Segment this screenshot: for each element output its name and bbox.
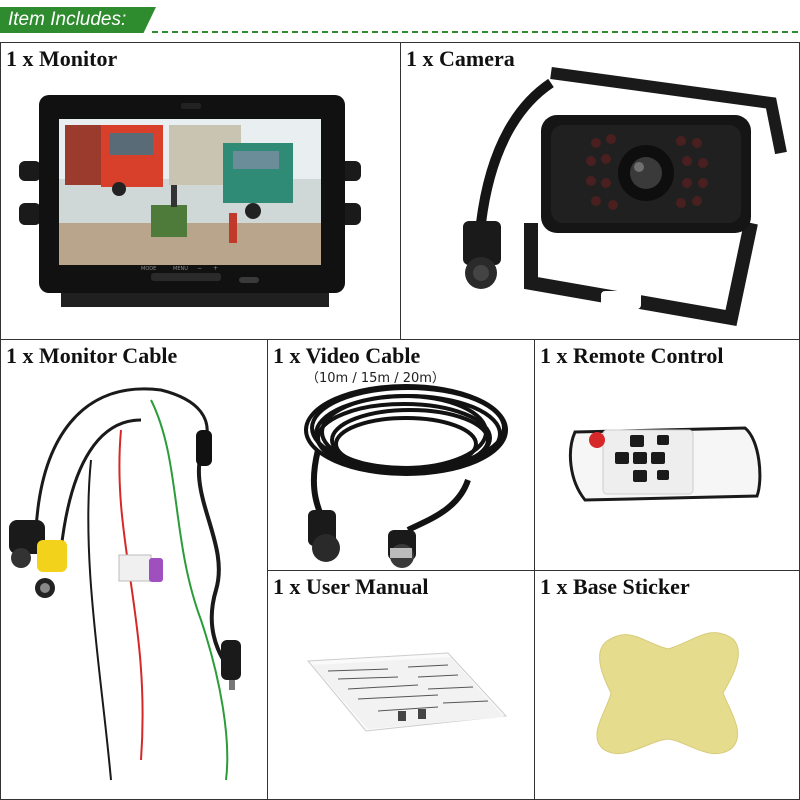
item-monitor: 1 x Monitor MODE MENU bbox=[0, 42, 401, 340]
video-cable-lengths: （10m / 15m / 20m） bbox=[306, 371, 445, 386]
monitor-label: 1 x Monitor bbox=[6, 46, 118, 71]
item-remote-control: 1 x Remote Control bbox=[534, 339, 800, 571]
video-cable-label: 1 x Video Cable bbox=[273, 343, 421, 368]
header-banner: Item Includes: bbox=[0, 0, 800, 36]
item-base-sticker: 1 x Base Sticker bbox=[534, 570, 800, 800]
header-divider bbox=[152, 31, 798, 33]
camera-label: 1 x Camera bbox=[406, 46, 515, 71]
base-sticker-image bbox=[596, 632, 739, 755]
user-manual-label: 1 x User Manual bbox=[273, 574, 429, 599]
item-user-manual: 1 x User Manual bbox=[267, 570, 535, 800]
header-title: Item Includes: bbox=[8, 9, 127, 30]
monitor-btn-plus: + bbox=[213, 265, 218, 272]
camera-image bbox=[463, 67, 787, 327]
item-camera: 1 x Camera bbox=[400, 42, 800, 340]
remote-control-image bbox=[568, 426, 762, 502]
monitor-cable-image bbox=[9, 387, 241, 781]
monitor-cable-label: 1 x Monitor Cable bbox=[6, 343, 178, 368]
item-video-cable: 1 x Video Cable （10m / 15m / 20m） bbox=[267, 339, 535, 571]
monitor-btn-minus: − bbox=[197, 265, 202, 272]
base-sticker-label: 1 x Base Sticker bbox=[540, 574, 690, 599]
header-tag: Item Includes: bbox=[0, 7, 156, 33]
video-cable-image bbox=[304, 384, 508, 568]
monitor-btn-mode: MODE bbox=[141, 266, 156, 272]
item-monitor-cable: 1 x Monitor Cable bbox=[0, 339, 268, 800]
monitor-btn-menu: MENU bbox=[173, 266, 188, 272]
monitor-image: MODE MENU − + bbox=[19, 95, 361, 307]
user-manual-image bbox=[306, 652, 508, 732]
remote-control-label: 1 x Remote Control bbox=[540, 343, 724, 368]
